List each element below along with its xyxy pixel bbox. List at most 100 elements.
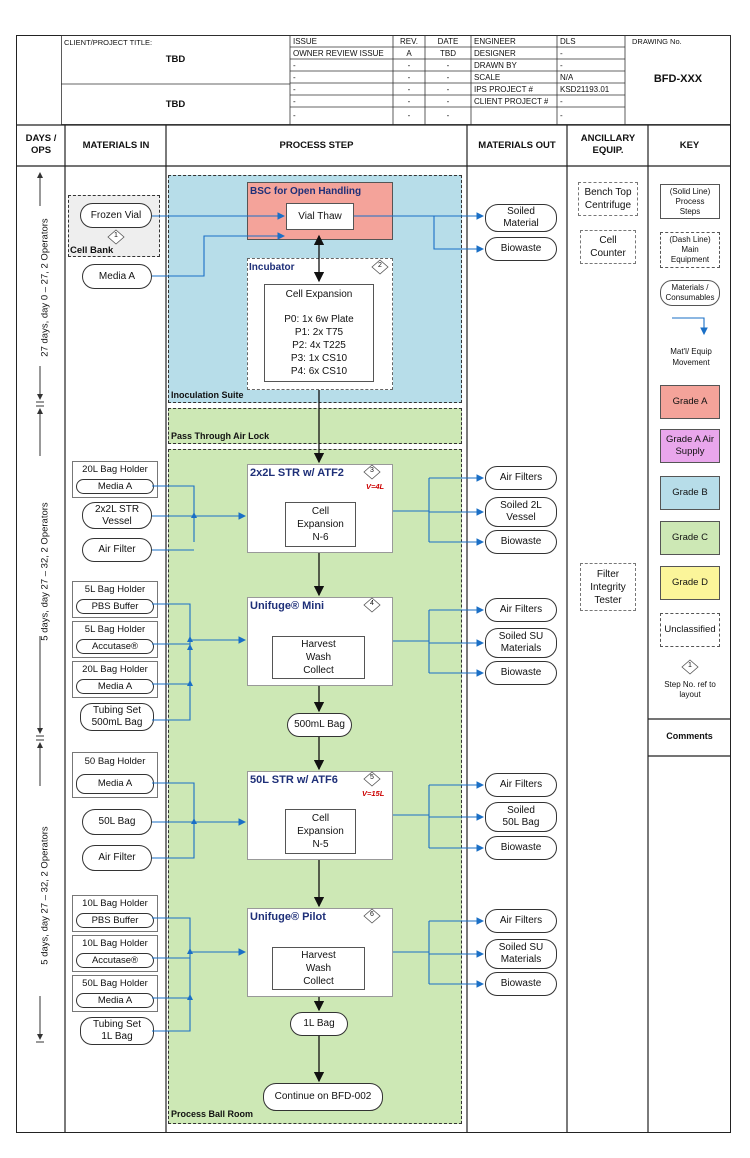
frozen-vial: Frozen Vial	[80, 203, 152, 228]
date-header: DATE	[437, 37, 459, 46]
biowaste-out: Biowaste	[485, 237, 557, 261]
passage-line: P1: 2x T75	[294, 327, 344, 338]
col-header-process-step: PROCESS STEP	[279, 140, 354, 151]
extra-row-value: -	[560, 111, 563, 120]
holder-label: 5L Bag Holder	[84, 584, 146, 595]
soiled-material: Soiled Material	[485, 204, 557, 232]
ballroom-label: Process Ball Room	[171, 1109, 254, 1119]
step-5-inner: Cell Expansion N-5	[285, 809, 356, 854]
bag-500ml: 500mL Bag	[287, 713, 352, 737]
soiled-out: Soiled 50L Bag	[485, 802, 557, 832]
passage-line: P3: 1x CS10	[290, 353, 348, 364]
vial-thaw-box: Vial Thaw	[286, 203, 354, 230]
step-3-volume: V=4L	[366, 482, 385, 491]
key-grade-c: Grade C	[660, 521, 720, 555]
rev-row: -	[407, 73, 411, 82]
biowaste-out: Biowaste	[485, 530, 557, 554]
date-row: -	[446, 111, 450, 120]
scale-value: N/A	[560, 73, 574, 82]
key-step-no: Step No. ref to layout	[664, 680, 716, 699]
cell-bank-label: Cell Bank	[70, 245, 114, 256]
air-filter-in: Air Filter	[82, 845, 152, 871]
vial-thaw-label: Vial Thaw	[298, 211, 342, 222]
cell-expansion-box: Cell Expansion P0: 1x 6w Plate P1: 2x T7…	[264, 284, 374, 382]
designer-value: -	[560, 49, 563, 58]
issue-row: -	[293, 61, 296, 70]
engineer-value: DLS	[560, 37, 576, 46]
step-number: 4	[370, 600, 374, 607]
inner-line: Wash	[305, 963, 332, 974]
air-filters-out: Air Filters	[485, 466, 557, 490]
bag-1l: 1L Bag	[290, 1012, 348, 1036]
client-project-label: CLIENT/PROJECT TITLE:	[64, 38, 153, 47]
passage-line: P0: 1x 6w Plate	[284, 314, 354, 325]
client-project-value-2: TBD	[165, 99, 186, 110]
inoculation-suite-label: Inoculation Suite	[171, 390, 244, 400]
ips-project-label: IPS PROJECT #	[474, 85, 533, 94]
continue-bfd-002[interactable]: Continue on BFD-002	[263, 1083, 383, 1111]
cell-counter: Cell Counter	[580, 230, 636, 264]
step-3-inner: Cell Expansion N-6	[285, 502, 356, 547]
step-4-title: Unifuge® Mini	[250, 600, 325, 612]
inner-line: Cell	[311, 506, 330, 517]
step-5-title: 50L STR w/ ATF6	[250, 774, 338, 786]
inner-line: Harvest	[301, 639, 336, 650]
drawn-by-value: -	[560, 61, 563, 70]
rev-header: REV.	[400, 37, 418, 46]
holder-label: 50L Bag Holder	[82, 978, 148, 989]
air-filters-out: Air Filters	[485, 598, 557, 622]
key-comments: Comments	[666, 731, 713, 741]
issue-row: -	[293, 85, 296, 94]
bench-top-centrifuge: Bench Top Centrifuge	[578, 182, 638, 216]
holder-label: 10L Bag Holder	[82, 898, 148, 909]
inner-line: N-5	[312, 839, 329, 850]
title-block: CLIENT/PROJECT TITLE: TBD TBD ISSUE REV.…	[61, 35, 731, 125]
step-number: 6	[370, 911, 374, 918]
airlock-label: Pass Through Air Lock	[171, 431, 270, 441]
key-grade-d: Grade D	[660, 566, 720, 600]
holder-item: PBS Buffer	[76, 913, 154, 928]
rev-row: -	[407, 111, 411, 120]
holder-item: Media A	[76, 679, 154, 694]
inner-line: Expansion	[297, 826, 344, 837]
tubing-set-500ml: Tubing Set 500mL Bag	[80, 703, 154, 731]
bag-50l-in: 50L Bag	[82, 809, 152, 835]
air-filters-out: Air Filters	[485, 909, 557, 933]
holder-item: Accutase®	[76, 953, 154, 968]
scale-label: SCALE	[474, 73, 501, 82]
air-filters-out: Air Filters	[485, 773, 557, 797]
inner-line: Collect	[303, 976, 334, 987]
date-row: -	[446, 73, 450, 82]
soiled-out: Soiled SU Materials	[485, 939, 557, 969]
step-4-inner: Harvest Wash Collect	[272, 636, 365, 679]
soiled-out: Soiled SU Materials	[485, 628, 557, 658]
key-grade-a-air: Grade A Air Supply	[660, 429, 720, 463]
biowaste-out: Biowaste	[485, 661, 557, 685]
title-block-grid	[61, 35, 731, 125]
step-number: 1	[114, 232, 118, 239]
filter-integrity-tester: Filter Integrity Tester	[580, 563, 636, 611]
designer-label: DESIGNER	[474, 49, 516, 58]
days-phase-3: 5 days, day 27 – 32, 2 Operators	[39, 826, 51, 965]
key-unclassified: Unclassified	[660, 613, 720, 647]
step-6-title: Unifuge® Pilot	[250, 911, 326, 923]
col-header-materials-in: MATERIALS IN	[82, 140, 150, 151]
key-grade-a: Grade A	[660, 385, 720, 419]
key-solid-line: (Solid Line) Process Steps	[660, 184, 720, 219]
days-phase-1: 27 days, day 0 – 27, 2 Operators	[39, 218, 51, 357]
engineer-label: ENGINEER	[474, 37, 516, 46]
holder-label: 20L Bag Holder	[82, 664, 148, 675]
holder-item: Media A	[76, 479, 154, 494]
air-filter-in: Air Filter	[82, 538, 152, 562]
client-project-num-value: -	[560, 97, 563, 106]
bsc-label: BSC for Open Handling	[250, 186, 362, 197]
holder-item: Media A	[76, 993, 154, 1008]
date-row: -	[446, 61, 450, 70]
step-number: 5	[370, 774, 374, 781]
key-materials: Materials / Consumables	[660, 280, 720, 306]
